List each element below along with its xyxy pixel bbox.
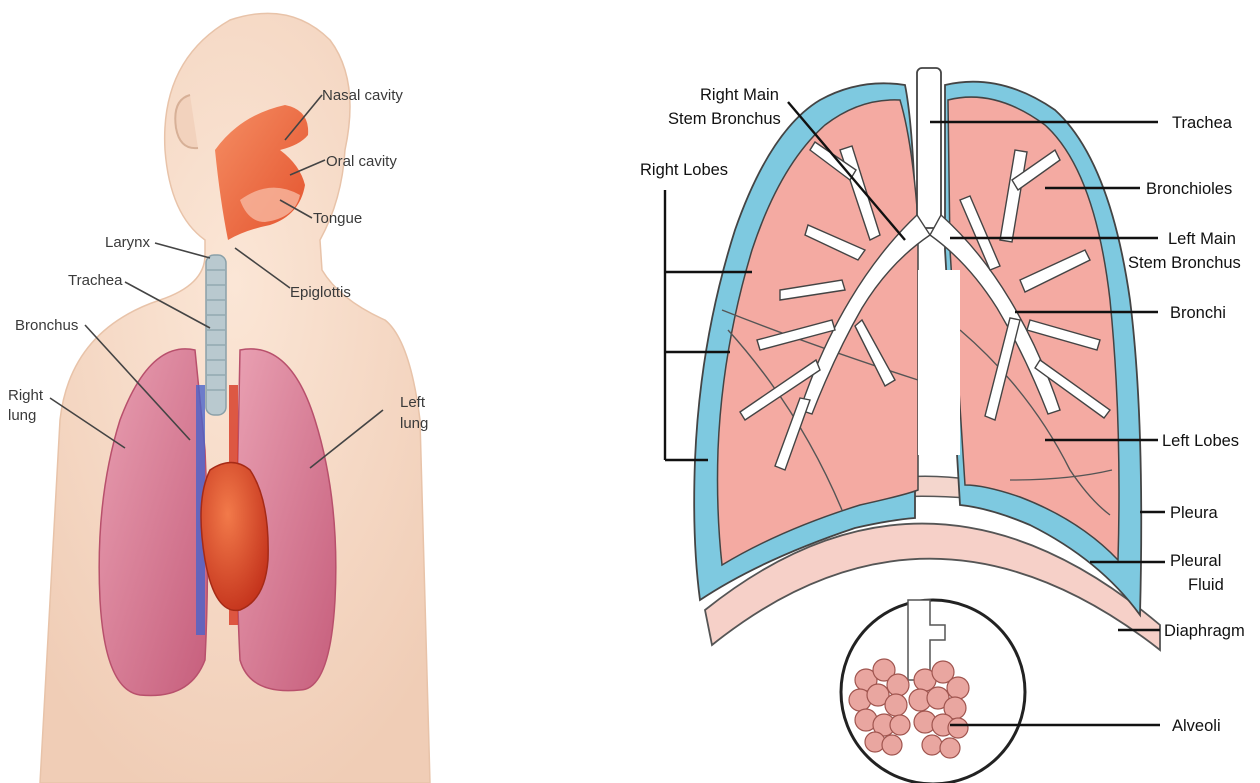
label-alveoli: Alveoli xyxy=(1172,717,1221,735)
label-right-main-stem-2: Stem Bronchus xyxy=(668,110,781,128)
label-epiglottis: Epiglottis xyxy=(290,284,351,301)
left-anatomy-illustration: Nasal cavity Oral cavity Tongue Larynx E… xyxy=(8,13,430,783)
label-right-lobes: Right Lobes xyxy=(640,161,728,179)
label-left-lung-1: Left xyxy=(400,394,426,411)
label-left-lung-2: lung xyxy=(400,415,428,432)
label-right-main-stem-1: Right Main xyxy=(700,86,779,104)
label-trachea-left: Trachea xyxy=(68,272,123,289)
label-trachea-right: Trachea xyxy=(1172,114,1233,132)
label-right-lung-2: lung xyxy=(8,407,36,424)
label-bronchi: Bronchi xyxy=(1170,304,1226,322)
label-bronchus: Bronchus xyxy=(15,317,78,334)
label-left-main-stem-2: Stem Bronchus xyxy=(1128,254,1241,272)
label-diaphragm: Diaphragm xyxy=(1164,622,1245,640)
label-nasal-cavity: Nasal cavity xyxy=(322,87,403,104)
trachea-shape xyxy=(206,255,226,415)
mediastinum xyxy=(918,270,960,455)
right-lung-diagram: Right Main Stem Bronchus Right Lobes Tra… xyxy=(640,68,1245,783)
label-right-lung-1: Right xyxy=(8,387,44,404)
label-oral-cavity: Oral cavity xyxy=(326,153,397,170)
label-left-main-stem-1: Left Main xyxy=(1168,230,1236,248)
label-left-lobes: Left Lobes xyxy=(1162,432,1239,450)
label-bronchioles: Bronchioles xyxy=(1146,180,1232,198)
label-pleural-fluid-2: Fluid xyxy=(1188,576,1224,594)
label-pleura: Pleura xyxy=(1170,504,1219,522)
trachea-tube xyxy=(917,68,941,228)
label-larynx: Larynx xyxy=(105,234,151,251)
label-pleural-fluid-1: Pleural xyxy=(1170,552,1221,570)
label-tongue: Tongue xyxy=(313,210,362,227)
